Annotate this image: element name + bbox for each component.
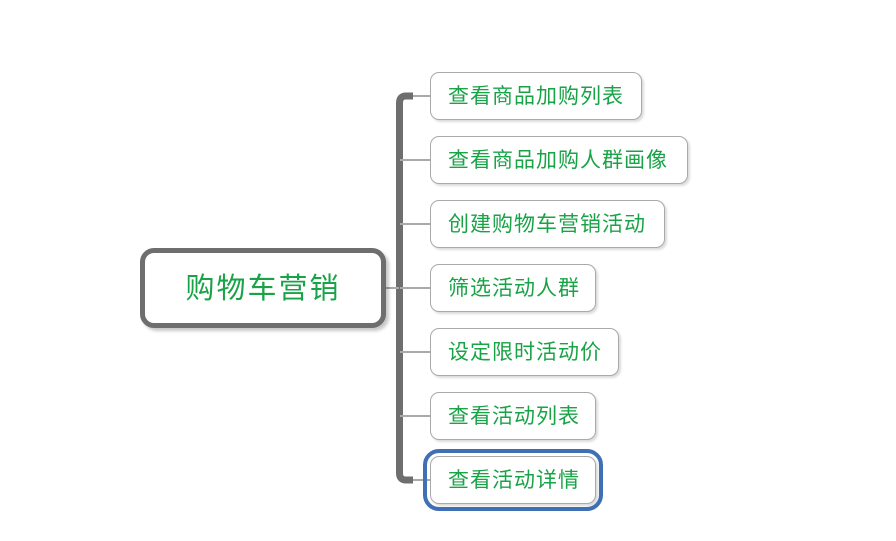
child-node-1[interactable]: 查看商品加购列表 <box>430 72 642 120</box>
child-node-2[interactable]: 查看商品加购人群画像 <box>430 136 688 184</box>
child-node-label: 设定限时活动价 <box>448 339 602 364</box>
child-node-label: 查看活动详情 <box>448 467 580 492</box>
child-node-7[interactable]: 查看活动详情 <box>423 449 603 511</box>
child-node-label: 创建购物车营销活动 <box>448 211 646 236</box>
child-node-6[interactable]: 查看活动列表 <box>430 392 596 440</box>
child-node-3[interactable]: 创建购物车营销活动 <box>430 200 665 248</box>
child-node-5[interactable]: 设定限时活动价 <box>430 328 619 376</box>
child-node-label: 查看活动列表 <box>448 403 580 428</box>
child-node-label: 查看商品加购列表 <box>448 83 624 108</box>
root-node[interactable]: 购物车营销 <box>140 248 386 328</box>
trunk-line <box>396 92 413 484</box>
child-node-label: 查看商品加购人群画像 <box>448 147 668 172</box>
child-node-label: 筛选活动人群 <box>448 275 580 300</box>
child-node-4[interactable]: 筛选活动人群 <box>430 264 596 312</box>
root-node-label: 购物车营销 <box>185 270 341 305</box>
